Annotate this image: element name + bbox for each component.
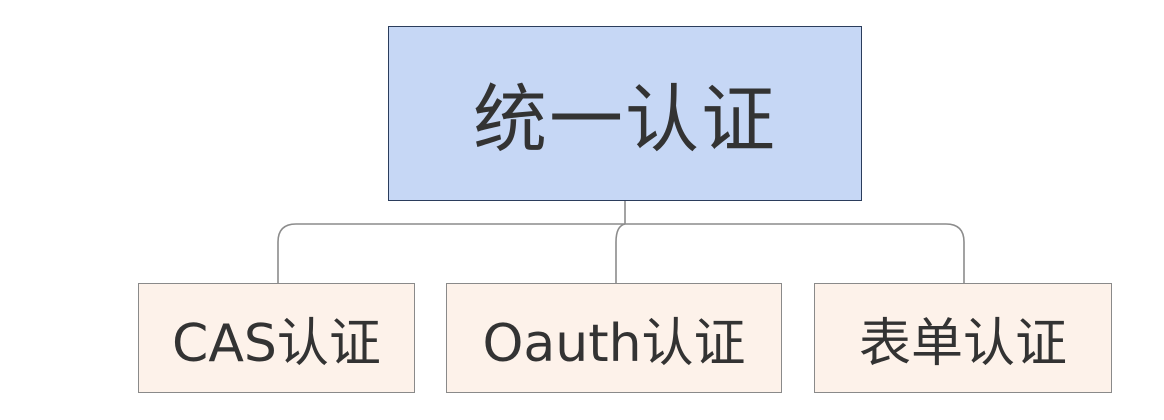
connector-to-child-2 (945, 223, 965, 283)
child-node-cas: CAS认证 (138, 283, 415, 393)
connector-to-child-1 (615, 223, 626, 283)
connector-to-child-0 (277, 223, 297, 283)
child-node-form: 表单认证 (814, 283, 1112, 393)
child-node-oauth: Oauth认证 (446, 283, 782, 393)
root-node: 统一认证 (388, 26, 862, 201)
